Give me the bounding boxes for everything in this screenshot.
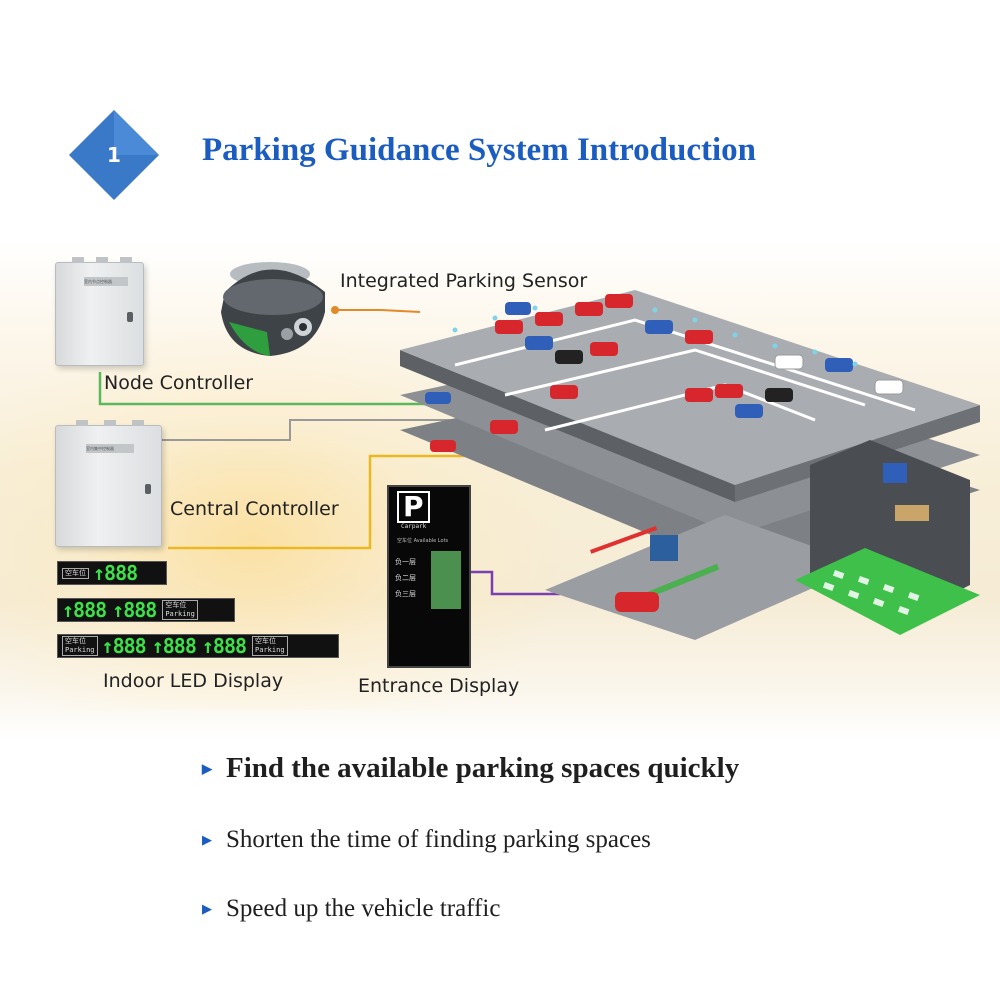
bullet-item: ▶ Shorten the time of finding parking sp…	[202, 826, 651, 854]
sensor-dots	[452, 305, 858, 367]
car-icon	[590, 342, 618, 356]
central-controller-cabinet: 室内集中控制器	[55, 420, 162, 547]
diamond-badge-icon	[69, 110, 159, 200]
car-icon	[685, 388, 713, 402]
barrier-gate-icon	[590, 526, 658, 554]
sensor-wire	[335, 309, 421, 313]
entrance-level: 负二层	[395, 574, 416, 582]
central-wire	[160, 419, 570, 441]
office-desk-icon	[895, 505, 929, 521]
node-wire	[98, 372, 440, 406]
node-controller-cabinet: 室内节点控制器	[55, 257, 144, 366]
entrance-display-label: Entrance Display	[358, 675, 520, 697]
bullet-triangle-icon: ▶	[202, 760, 212, 776]
car-icon	[490, 420, 518, 434]
car-icon	[505, 302, 531, 315]
entrance-level: 负一层	[395, 558, 416, 566]
car-icon	[495, 320, 523, 334]
led-digits: ↑888	[112, 598, 157, 622]
car-icon	[555, 350, 583, 364]
entrance-wire	[466, 570, 560, 596]
led-digits: ↑888	[201, 634, 247, 658]
wall-screen-icon	[883, 463, 907, 483]
entrance-level: 负三层	[395, 590, 416, 598]
checkered-floor-pattern	[822, 570, 920, 616]
car-icon	[735, 404, 763, 418]
led-tag: 空车位	[62, 567, 89, 579]
car-icon	[825, 358, 853, 372]
entrance-display-panel: P Carpark 空车位 Available Lots 负一层 负二层 负三层	[387, 485, 471, 668]
central-controller-label: Central Controller	[170, 498, 339, 520]
bullet-triangle-icon: ▶	[202, 832, 212, 847]
ticket-booth-icon	[650, 535, 678, 561]
led-digits: ↑888	[62, 598, 107, 622]
sensor-wire-dot	[331, 306, 339, 314]
parking-garage-illustration	[400, 290, 980, 640]
led-digits: ↑888	[151, 634, 197, 658]
car-icon	[550, 385, 578, 399]
central-controller-plate: 室内集中控制器	[86, 444, 134, 453]
entrance-brand: Carpark	[401, 523, 427, 530]
bullet-text: Speed up the vehicle traffic	[226, 895, 501, 922]
car-icon	[525, 336, 553, 350]
entrance-available: 空车位 Available Lots	[397, 538, 449, 544]
car-icon	[605, 294, 633, 308]
badge-number: 1	[107, 143, 121, 167]
car-icon	[575, 302, 603, 316]
node-controller-label: Node Controller	[104, 372, 254, 394]
bullet-triangle-icon: ▶	[202, 901, 212, 916]
lock-icon	[145, 483, 151, 494]
car-icon	[685, 330, 713, 344]
led-digits: ↑888	[93, 561, 138, 585]
indoor-led-label: Indoor LED Display	[103, 670, 284, 692]
car-icon	[765, 388, 793, 402]
node-controller-plate: 室内节点控制器	[84, 277, 128, 286]
entrance-green-panel	[431, 551, 461, 609]
led-display-single: 空车位 ↑888	[57, 561, 167, 585]
bullet-text: Find the available parking spaces quickl…	[226, 752, 740, 784]
car-icon	[615, 592, 659, 612]
car-icon	[430, 440, 456, 452]
led-digits: ↑888	[101, 634, 147, 658]
bullet-text: Shorten the time of finding parking spac…	[226, 826, 651, 853]
checkered-floor	[795, 548, 980, 635]
bullet-item: ▶ Find the available parking spaces quic…	[202, 752, 739, 785]
car-icon	[535, 312, 563, 326]
bullet-item: ▶ Speed up the vehicle traffic	[202, 895, 500, 923]
parking-sensor-icon	[221, 262, 325, 356]
sensor-label: Integrated Parking Sensor	[340, 270, 588, 292]
parking-p-icon: P	[397, 491, 430, 523]
car-icon	[425, 392, 451, 404]
lane-marking	[454, 318, 916, 412]
lock-icon	[127, 311, 133, 322]
page-title: Parking Guidance System Introduction	[202, 132, 757, 168]
lane-marking	[504, 348, 866, 407]
car-icon	[874, 379, 904, 395]
garage-floor-top-edge	[400, 350, 735, 502]
car-icon	[645, 320, 673, 334]
car-icon	[774, 354, 804, 370]
car-icon	[715, 384, 743, 398]
